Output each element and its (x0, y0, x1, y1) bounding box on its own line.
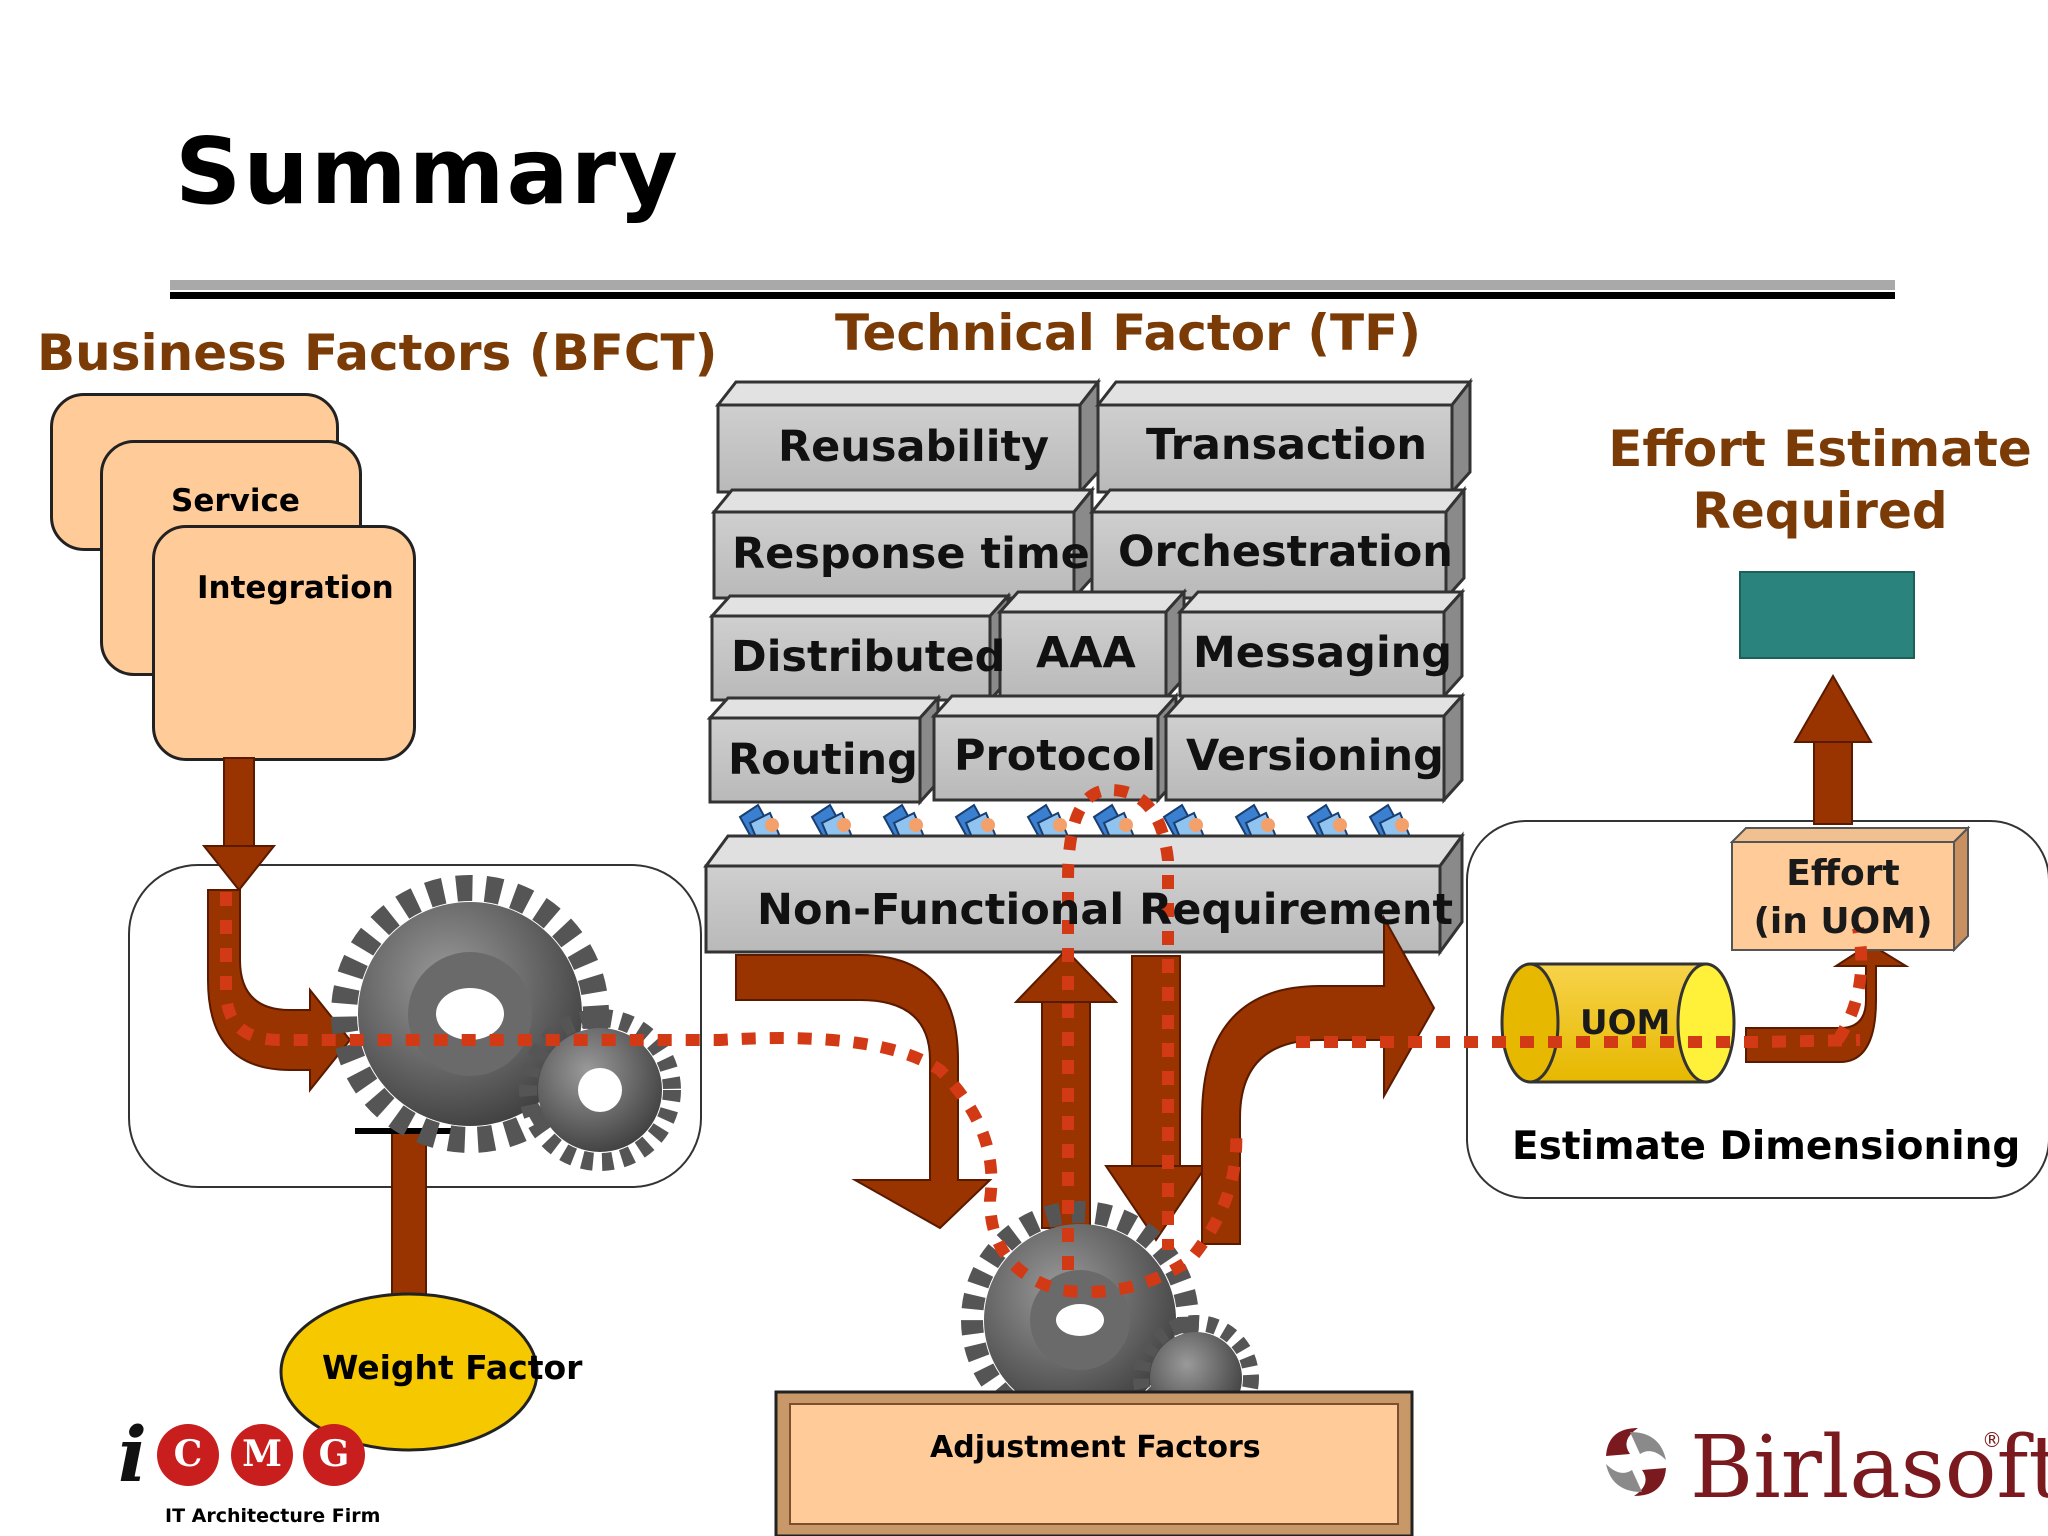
icmg-tagline: IT Architecture Firm (165, 1505, 381, 1527)
adjustment-factors-label: Adjustment Factors (930, 1430, 1261, 1465)
tile-messaging (1176, 588, 1466, 700)
service-label: Service (171, 483, 300, 519)
tile-label-messaging: Messaging (1193, 628, 1453, 678)
tile-label-response-time: Response time (732, 529, 1090, 579)
effort-box-line2: (in UOM) (1753, 901, 1933, 942)
effort-box (1729, 825, 1971, 953)
icmg-letter-c: C (173, 1433, 203, 1475)
effort-box-line1: Effort (1786, 853, 1900, 894)
estimate-dimensioning-label: Estimate Dimensioning (1512, 1124, 2021, 1169)
tile-label-reusability: Reusability (778, 422, 1050, 472)
nfr-base (703, 831, 1465, 957)
icmg-i: i (118, 1410, 147, 1499)
effort-estimate-heading: Effort Estimate Required (1580, 418, 2048, 542)
tile-label-protocol: Protocol (954, 731, 1157, 781)
effort-box-label: Effort (in UOM) (1732, 850, 1954, 946)
adjustment-factors-box (774, 1390, 1414, 1536)
uom-label: UOM (1580, 1003, 1671, 1043)
effort-estimate-heading-line2: Required (1692, 482, 1948, 540)
gear-icon-weight (331, 875, 681, 1171)
tile-routing (706, 694, 942, 806)
integration-label: Integration (197, 570, 394, 606)
uom-cylinder (1500, 962, 1736, 1084)
tile-label-orchestration: Orchestration (1118, 527, 1453, 577)
flow-dotted-lines (220, 783, 1868, 1298)
tile-transaction (1094, 377, 1474, 496)
icmg-letter-g: G (318, 1433, 350, 1475)
effort-estimate-heading-line1: Effort Estimate (1608, 420, 2032, 478)
tile-label-aaa: AAA (1036, 628, 1136, 678)
slide-title: Summary (175, 118, 680, 225)
tile-label-distributed: Distributed (731, 632, 1006, 682)
tile-label-transaction: Transaction (1146, 420, 1427, 470)
tile-versioning (1162, 692, 1466, 804)
tile-label-versioning: Versioning (1186, 731, 1444, 781)
title-rule-black (170, 292, 1895, 299)
birlasoft-logo-text: Birlasoft (1690, 1418, 2048, 1518)
business-factors-heading: Business Factors (BFCT) (37, 324, 718, 382)
tile-label-routing: Routing (728, 735, 918, 785)
icmg-letter-m: M (242, 1433, 282, 1475)
birlasoft-swirl-icon (1606, 1428, 1666, 1496)
title-rule-gray (170, 280, 1895, 290)
tile-distributed (708, 592, 1012, 704)
weight-factor-label: Weight Factor (322, 1348, 583, 1387)
icmg-logo (157, 1424, 365, 1486)
business-factor-card-integration: Integration (152, 525, 416, 761)
technical-factor-heading: Technical Factor (TF) (835, 304, 1422, 362)
effort-result-box (1739, 571, 1915, 659)
tile-response-time (710, 485, 1096, 602)
tile-orchestration (1088, 485, 1468, 602)
nfr-label: Non-Functional Requirement (757, 885, 1454, 935)
weight-factor-ellipse (279, 1292, 539, 1452)
birlasoft-registered-mark: ® (1982, 1428, 2002, 1452)
tile-reusability (714, 377, 1102, 496)
